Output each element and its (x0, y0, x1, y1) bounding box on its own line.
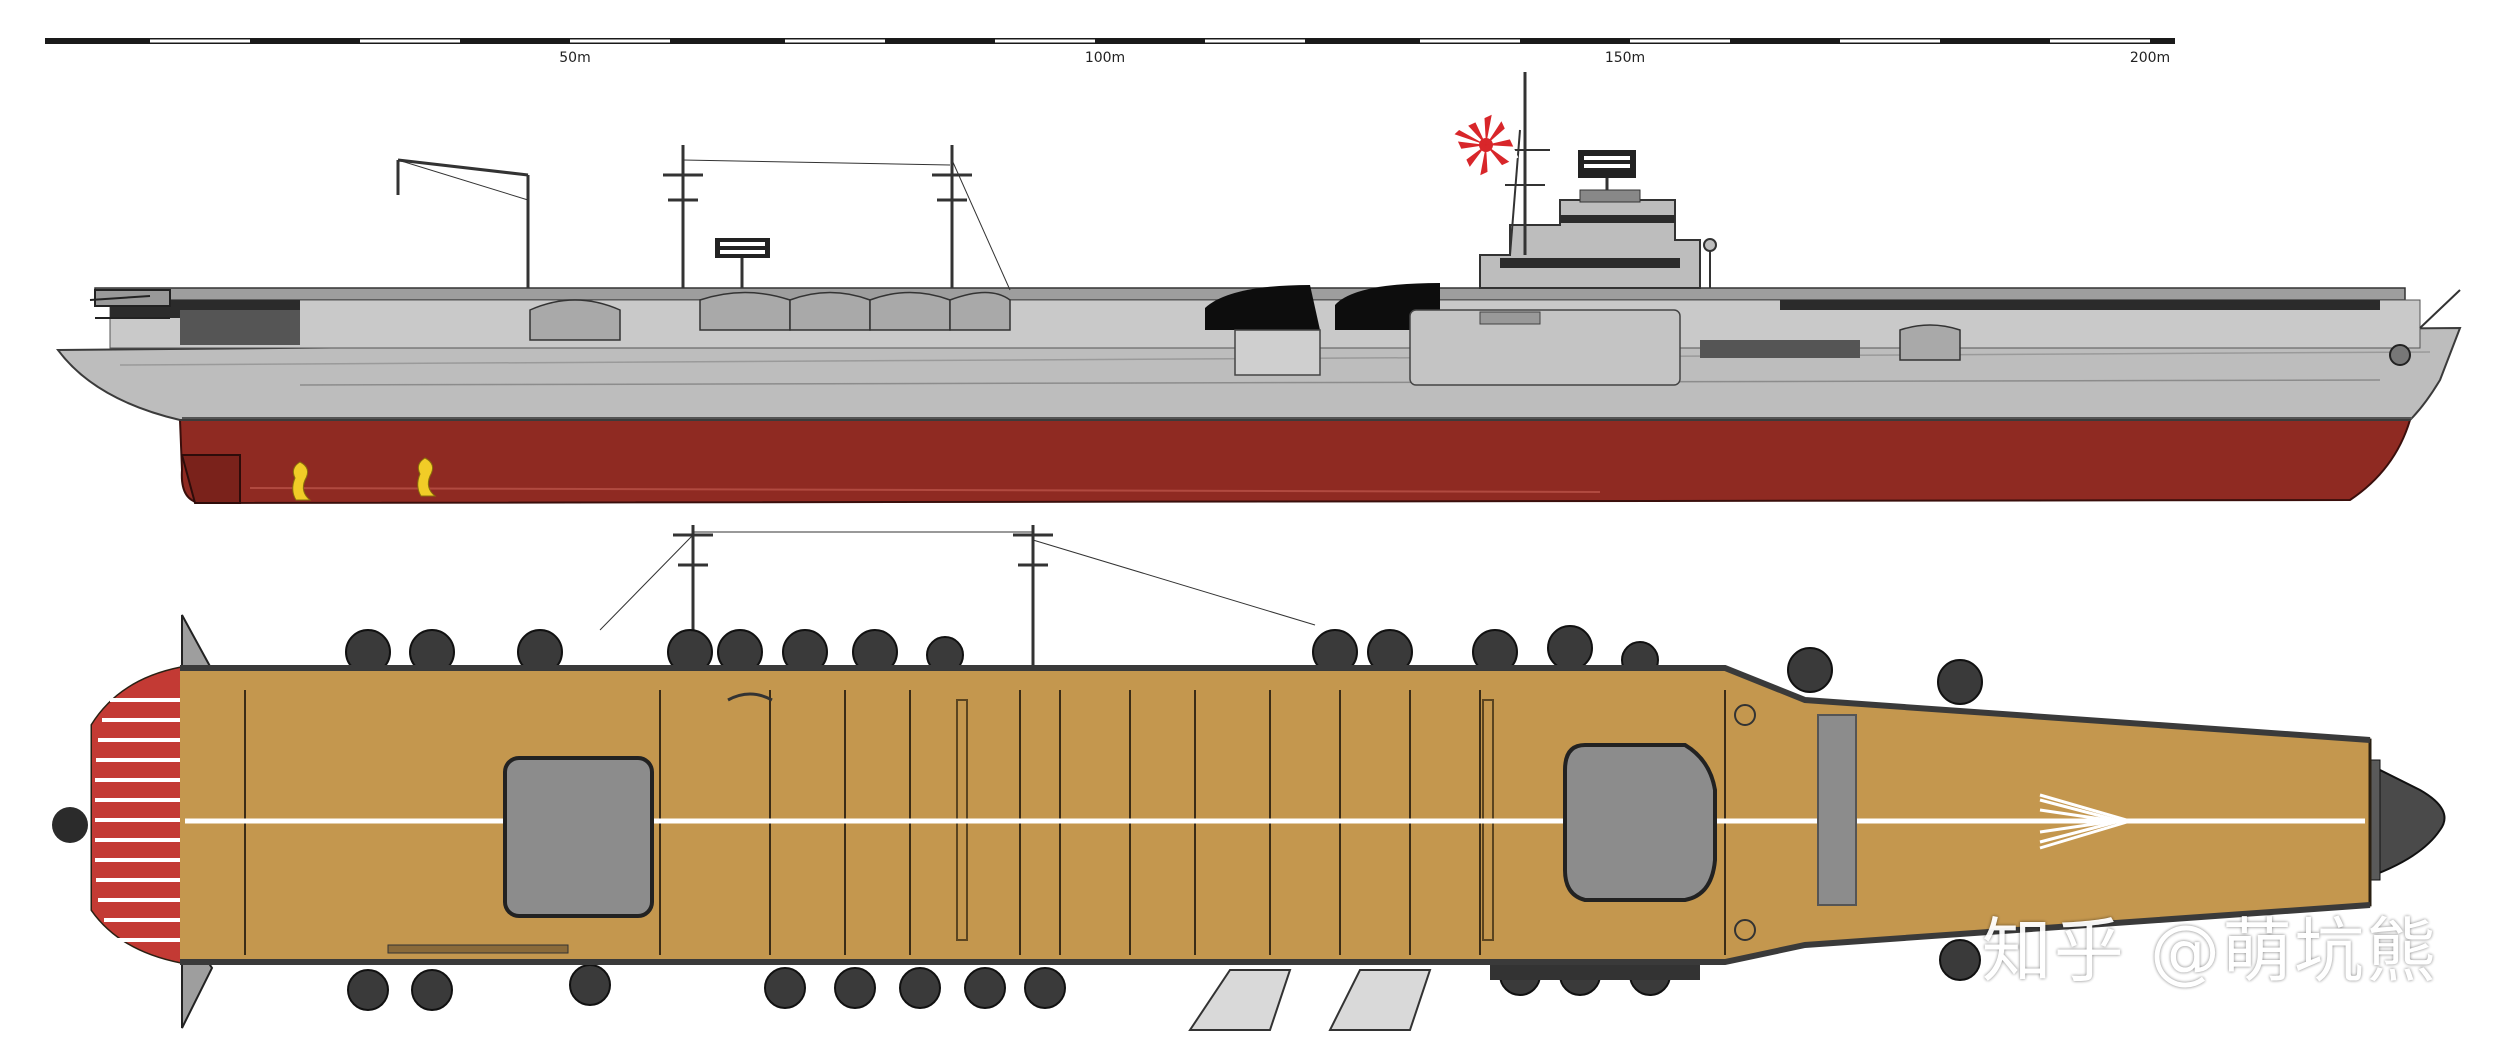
scale-bar: 50m 100m 150m 200m (45, 38, 2175, 66)
rudder (180, 454, 241, 504)
forward-elevator (1563, 743, 1717, 902)
deck-track (1817, 714, 1857, 906)
bow-jackstaff (2419, 289, 2461, 329)
hull-lower-red (178, 419, 2412, 505)
aa-gun-tubs-starboard (347, 939, 1981, 1011)
stern-aa-guns (89, 289, 171, 319)
bow-cap (2359, 758, 2446, 882)
ensign-flag (1453, 112, 1519, 178)
sponsons (529, 291, 1961, 361)
scale-label-3: 150m (1605, 50, 1645, 66)
crane (396, 158, 530, 288)
radar-antenna (715, 238, 770, 288)
aa-gun-tubs-port (345, 625, 1983, 705)
gallery-details (110, 300, 2380, 358)
scale-label-2: 100m (1085, 50, 1125, 66)
side-profile (56, 72, 2462, 505)
propeller-icon (292, 461, 312, 501)
watermark: 知乎 @萌坑熊 (1981, 910, 2438, 992)
mast (932, 145, 1011, 291)
wind-arrow-icon (2039, 793, 2136, 850)
boat-ramp (1328, 969, 1432, 1031)
boat-ramp (1188, 969, 1292, 1031)
aft-elevator (503, 756, 654, 918)
flight-deck-plan (52, 525, 2446, 1031)
scale-label-4: 200m (2130, 50, 2170, 66)
mast (663, 145, 951, 288)
propeller-icon (417, 457, 437, 497)
stern-stripes (92, 668, 180, 962)
scale-label-1: 50m (559, 50, 590, 66)
boat-bay (1205, 285, 1320, 330)
island (1479, 72, 1717, 289)
